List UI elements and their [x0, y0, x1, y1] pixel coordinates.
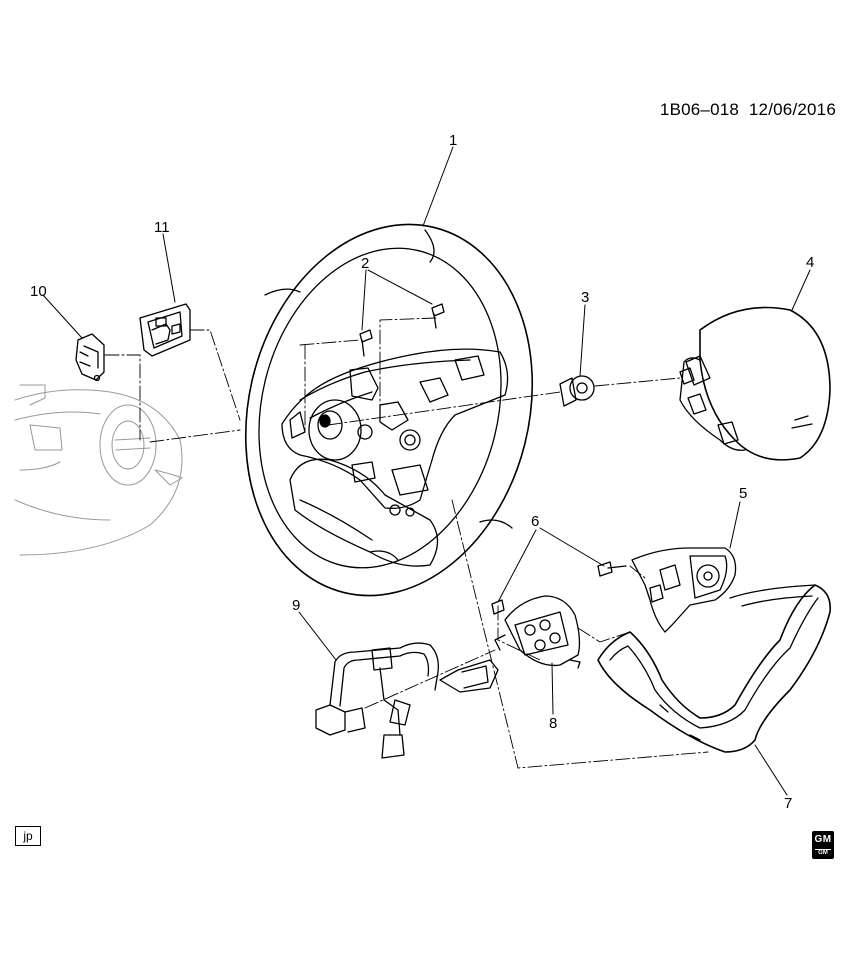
illustration-date: 12/06/2016: [748, 100, 836, 119]
callout-11: 11: [154, 219, 170, 236]
gm-logo-sub: GM: [815, 849, 831, 856]
artist-initials-box: jp: [15, 826, 41, 846]
callout-1: 1: [449, 132, 457, 149]
illustration-number: 1B06–018: [659, 100, 740, 119]
part-6-screws: [491, 561, 627, 615]
callout-9: 9: [292, 597, 300, 614]
part-1-steering-wheel: [244, 223, 534, 597]
callout-4: 4: [806, 254, 814, 271]
callout-8: 8: [549, 715, 557, 732]
part-4-airbag: [679, 306, 831, 461]
gm-logo-text: GM: [814, 834, 832, 845]
part-7-bezel: [597, 584, 832, 753]
alignment-lines: [104, 317, 709, 769]
callout-3: 3: [581, 289, 589, 306]
callout-7: 7: [784, 795, 792, 812]
part-3-screw: [559, 375, 595, 407]
artist-initials: jp: [23, 829, 33, 843]
illustration-code: 1B06–018 12/06/2016: [600, 100, 836, 120]
leader-lines: [42, 146, 811, 796]
part-5-switch: [631, 547, 737, 633]
callout-6: 6: [531, 513, 539, 530]
part-8-switch: [494, 595, 581, 669]
callout-numbers: 1 2 3 4 5 6 7 8 9 10 11: [30, 132, 814, 812]
part-9-harness: [315, 642, 499, 759]
gm-logo: GM GM: [812, 831, 834, 859]
callout-2: 2: [361, 255, 369, 272]
steering-column: [14, 384, 183, 556]
part-10-clip: [75, 333, 105, 382]
part-11-module: [139, 303, 191, 357]
part-2-bolts: [359, 303, 445, 357]
callout-10: 10: [30, 283, 47, 300]
callout-5: 5: [739, 485, 747, 502]
